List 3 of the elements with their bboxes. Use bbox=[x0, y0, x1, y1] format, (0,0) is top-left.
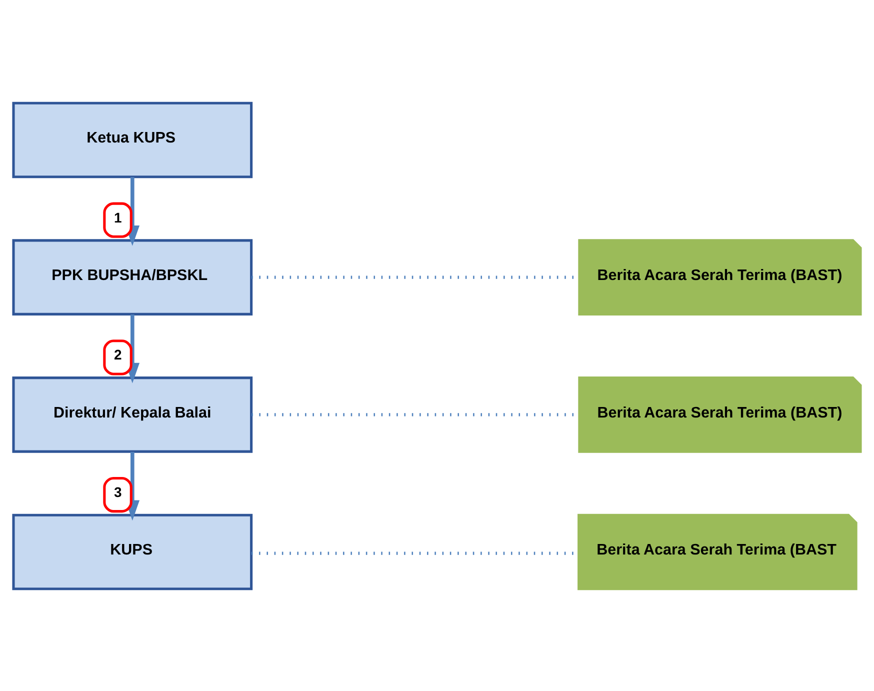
edge-label: 2 bbox=[114, 346, 122, 362]
edge-label: 1 bbox=[114, 208, 122, 225]
edge-label: 3 bbox=[114, 484, 122, 500]
